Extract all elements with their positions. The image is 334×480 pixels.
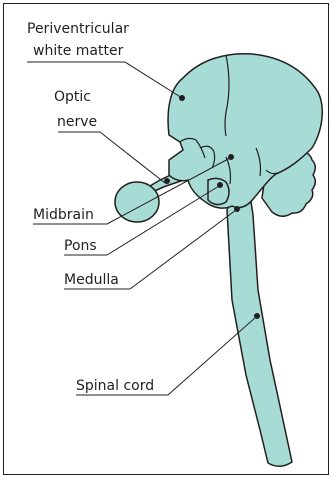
brain-anatomy bbox=[115, 54, 322, 467]
label-medulla: Medulla bbox=[64, 272, 119, 288]
spinal-cord-shape bbox=[227, 195, 292, 466]
label-spinal-cord: Spinal cord bbox=[76, 378, 154, 394]
spinal-cord-pointer-dot bbox=[254, 313, 260, 319]
label-optic-line1: Optic bbox=[54, 89, 91, 105]
label-periventricular-line2: white matter bbox=[33, 43, 124, 59]
label-optic-line2: nerve bbox=[57, 114, 97, 130]
midbrain-pointer-dot bbox=[228, 154, 234, 160]
label-midbrain: Midbrain bbox=[33, 207, 94, 223]
pons-pointer-dot bbox=[217, 182, 223, 188]
label-periventricular-line1: Periventricular bbox=[27, 21, 129, 37]
medulla-pointer-dot bbox=[234, 206, 240, 212]
optic-nerve-pointer-dot bbox=[164, 178, 170, 184]
label-pons: Pons bbox=[64, 238, 97, 254]
periventricular-pointer-dot bbox=[179, 95, 185, 101]
pons-shape bbox=[208, 178, 229, 204]
